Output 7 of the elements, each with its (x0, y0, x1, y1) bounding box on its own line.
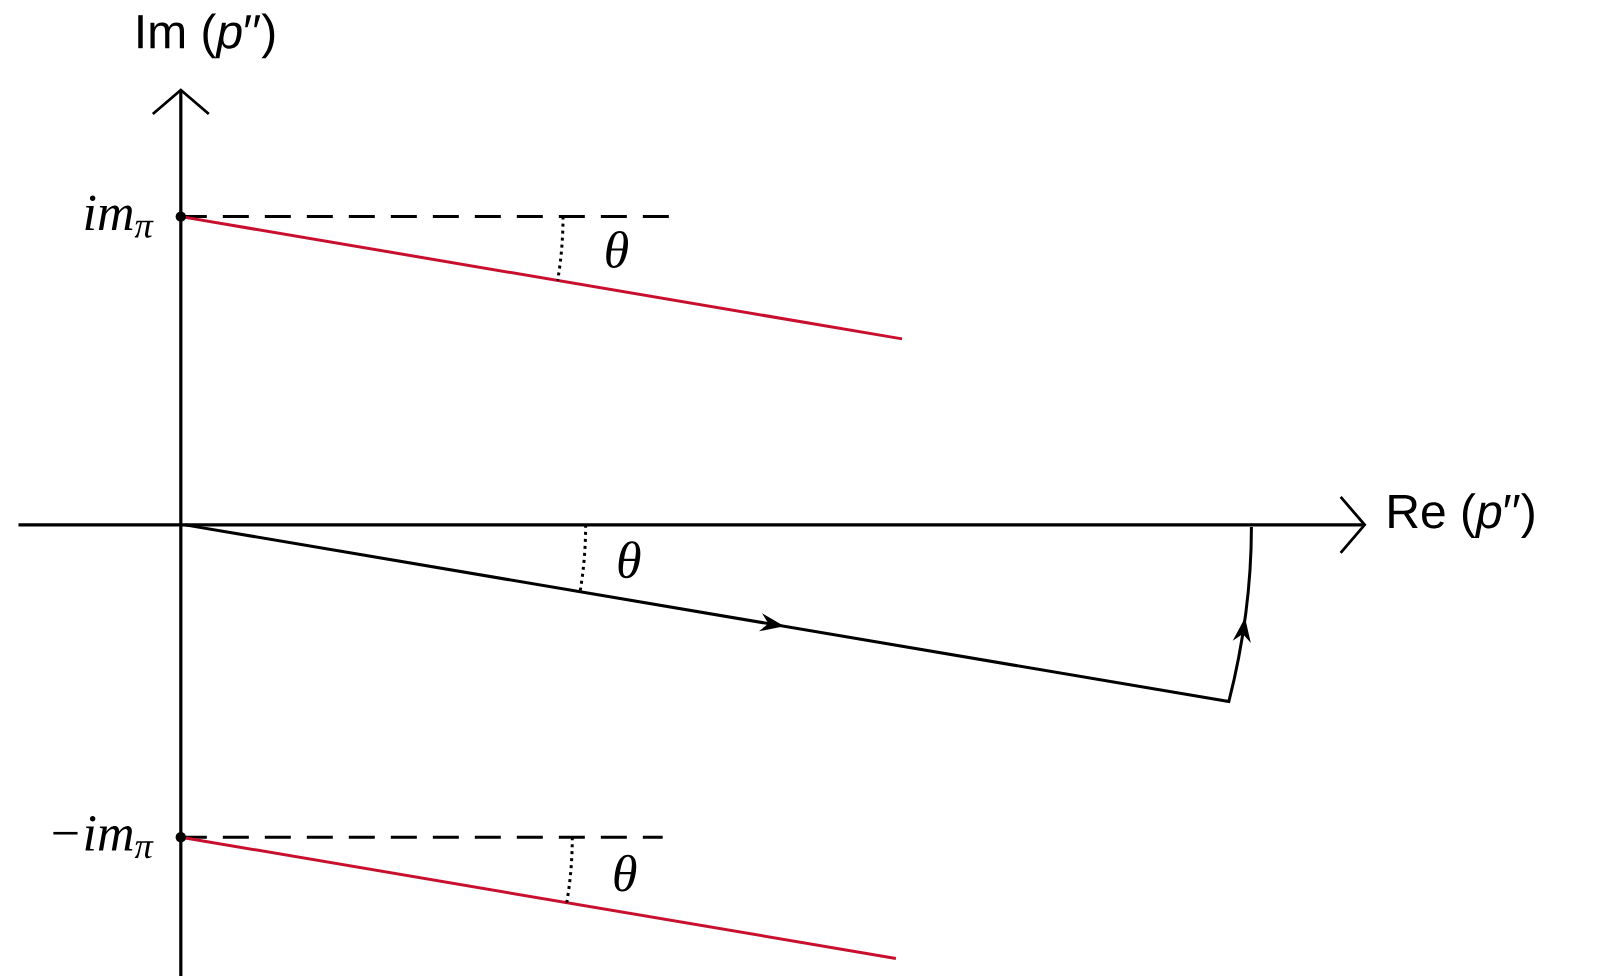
point-label: im$_{π}$ (85, 195, 154, 238)
angle-label: θ (618, 541, 641, 579)
axis-label: Re (p′′) (1389, 493, 1534, 538)
point-label: −im$_{π}$ (53, 816, 154, 859)
angle-label: θ (614, 854, 637, 892)
angle-label: θ (606, 231, 629, 268)
axis-label: Im (p′′) (138, 13, 275, 59)
